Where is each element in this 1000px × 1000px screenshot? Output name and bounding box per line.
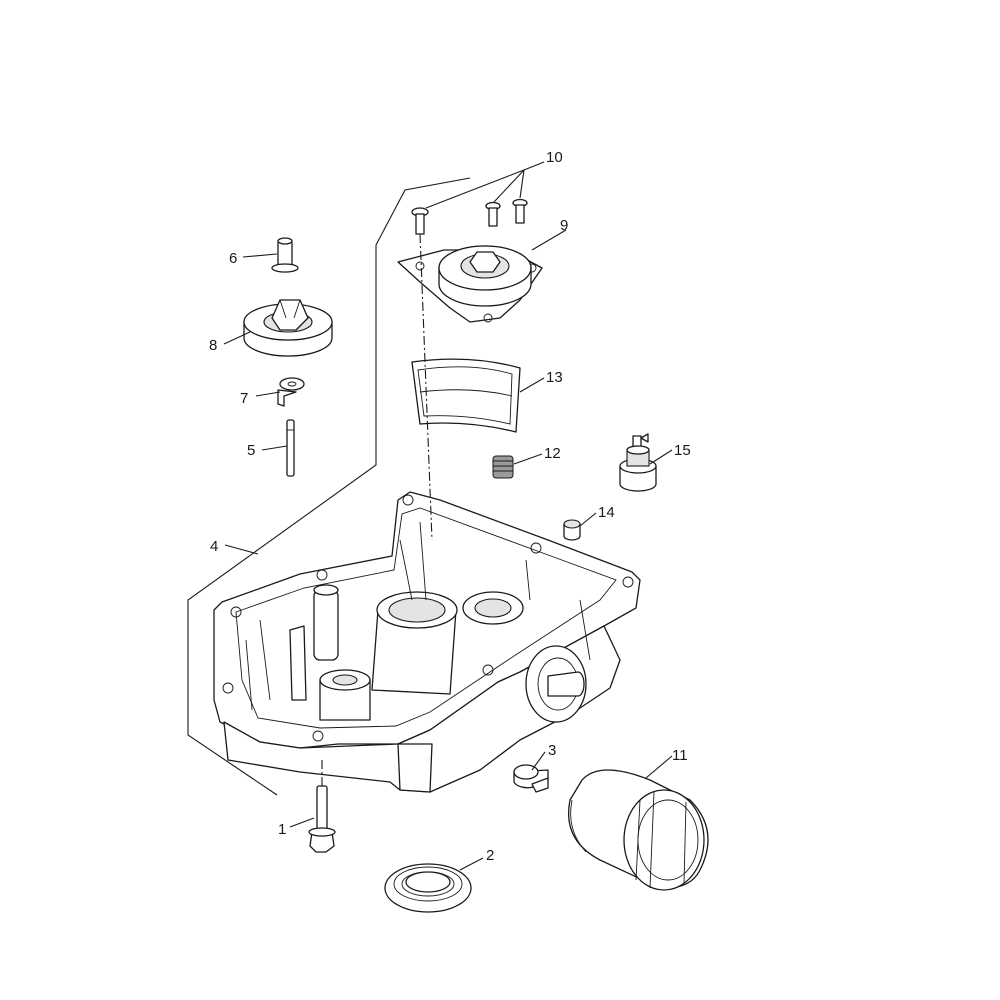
callout-7: 7 bbox=[240, 390, 248, 407]
part-8-gear bbox=[243, 299, 333, 357]
callout-9: 9 bbox=[560, 217, 568, 234]
part-15-sensor bbox=[619, 433, 657, 492]
part-1-bolt bbox=[308, 785, 336, 853]
part-12-spring bbox=[492, 455, 514, 479]
callout-8: 8 bbox=[209, 337, 217, 354]
part-11-oil-filter bbox=[568, 769, 709, 891]
part-3-plug bbox=[513, 764, 549, 793]
callout-6: 6 bbox=[229, 250, 237, 267]
callout-10: 10 bbox=[546, 149, 563, 166]
part-6-pin bbox=[271, 237, 299, 273]
part-2-seal bbox=[384, 863, 472, 913]
callout-3: 3 bbox=[548, 742, 556, 759]
leader-lines bbox=[223, 161, 673, 871]
callout-5: 5 bbox=[247, 442, 255, 459]
part-4-group-bracket bbox=[187, 177, 471, 796]
part-5-rod bbox=[286, 419, 295, 477]
part-7-bracket bbox=[277, 377, 305, 407]
callout-14: 14 bbox=[598, 504, 615, 521]
part-9-pump bbox=[397, 245, 543, 323]
callout-2: 2 bbox=[486, 847, 494, 864]
callout-11: 11 bbox=[672, 747, 688, 764]
part-13-screen bbox=[411, 358, 521, 433]
callout-15: 15 bbox=[674, 442, 691, 459]
callout-13: 13 bbox=[546, 369, 563, 386]
callout-12: 12 bbox=[544, 445, 561, 462]
part-14-bushing bbox=[563, 519, 581, 541]
callout-1: 1 bbox=[278, 821, 286, 838]
assembly-axis-line bbox=[419, 233, 433, 541]
part-4-sump bbox=[213, 491, 641, 793]
callout-4: 4 bbox=[210, 538, 218, 555]
part-10-screws bbox=[411, 198, 528, 235]
